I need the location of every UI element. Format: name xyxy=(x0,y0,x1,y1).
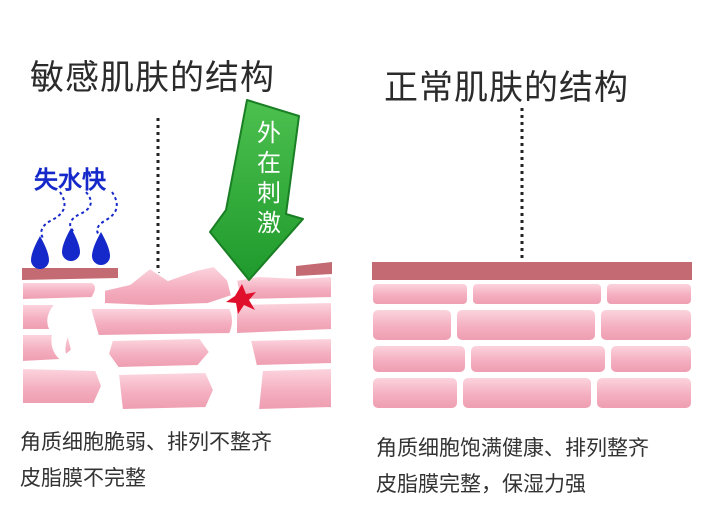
sebum-film-fragment xyxy=(296,262,332,276)
cell xyxy=(371,282,469,306)
cell xyxy=(21,281,97,302)
caption-line: 角质细胞脆弱、排列不整齐 xyxy=(20,430,272,454)
cell xyxy=(471,282,603,306)
sebum-film-fragment xyxy=(22,268,118,280)
water-drop-icon xyxy=(92,232,110,265)
normal-skin-caption: 角质细胞饱满健康、排列整齐 皮脂膜完整，保湿力强 xyxy=(376,430,649,502)
cell xyxy=(599,308,693,342)
water-loss-group xyxy=(31,191,118,269)
cell-gap xyxy=(219,359,252,410)
normal-skin-title: 正常肌肤的结构 xyxy=(384,68,629,108)
water-trail xyxy=(69,191,92,233)
sebum-film xyxy=(372,262,692,280)
cell xyxy=(235,300,333,336)
stimulus-arrow xyxy=(209,99,304,281)
cell xyxy=(595,376,693,410)
cell xyxy=(461,376,593,410)
water-trail xyxy=(96,191,118,237)
cell xyxy=(106,336,212,370)
caption-line: 皮脂膜完整，保湿力强 xyxy=(376,472,586,496)
caption-line: 皮脂膜不完整 xyxy=(20,466,146,490)
cell xyxy=(21,366,104,405)
cell xyxy=(116,370,216,412)
sensitive-skin-title: 敏感肌肤的结构 xyxy=(30,58,275,98)
normal-skin-layers xyxy=(371,262,693,410)
stimulus-label: 外在刺激 xyxy=(257,119,281,237)
water-drop-icon xyxy=(31,236,49,269)
cell xyxy=(609,344,693,374)
cell xyxy=(88,307,234,338)
cell xyxy=(103,264,234,308)
cell xyxy=(605,282,693,306)
cell xyxy=(371,308,453,342)
cell xyxy=(371,376,459,410)
cell xyxy=(371,344,467,374)
sensitive-skin-caption: 角质细胞脆弱、排列不整齐 皮脂膜不完整 xyxy=(20,424,272,496)
caption-line: 角质细胞饱满健康、排列整齐 xyxy=(376,436,649,460)
cell xyxy=(455,308,597,342)
cell-gap xyxy=(47,300,75,366)
cell xyxy=(248,336,333,368)
sensitive-skin-layers xyxy=(21,262,333,412)
cell xyxy=(256,366,333,412)
water-drop-icon xyxy=(62,228,80,261)
stimulus-burst-icon xyxy=(226,284,256,314)
water-trail xyxy=(40,191,66,241)
cell xyxy=(469,344,607,374)
water-loss-label: 失水快 xyxy=(34,166,106,194)
